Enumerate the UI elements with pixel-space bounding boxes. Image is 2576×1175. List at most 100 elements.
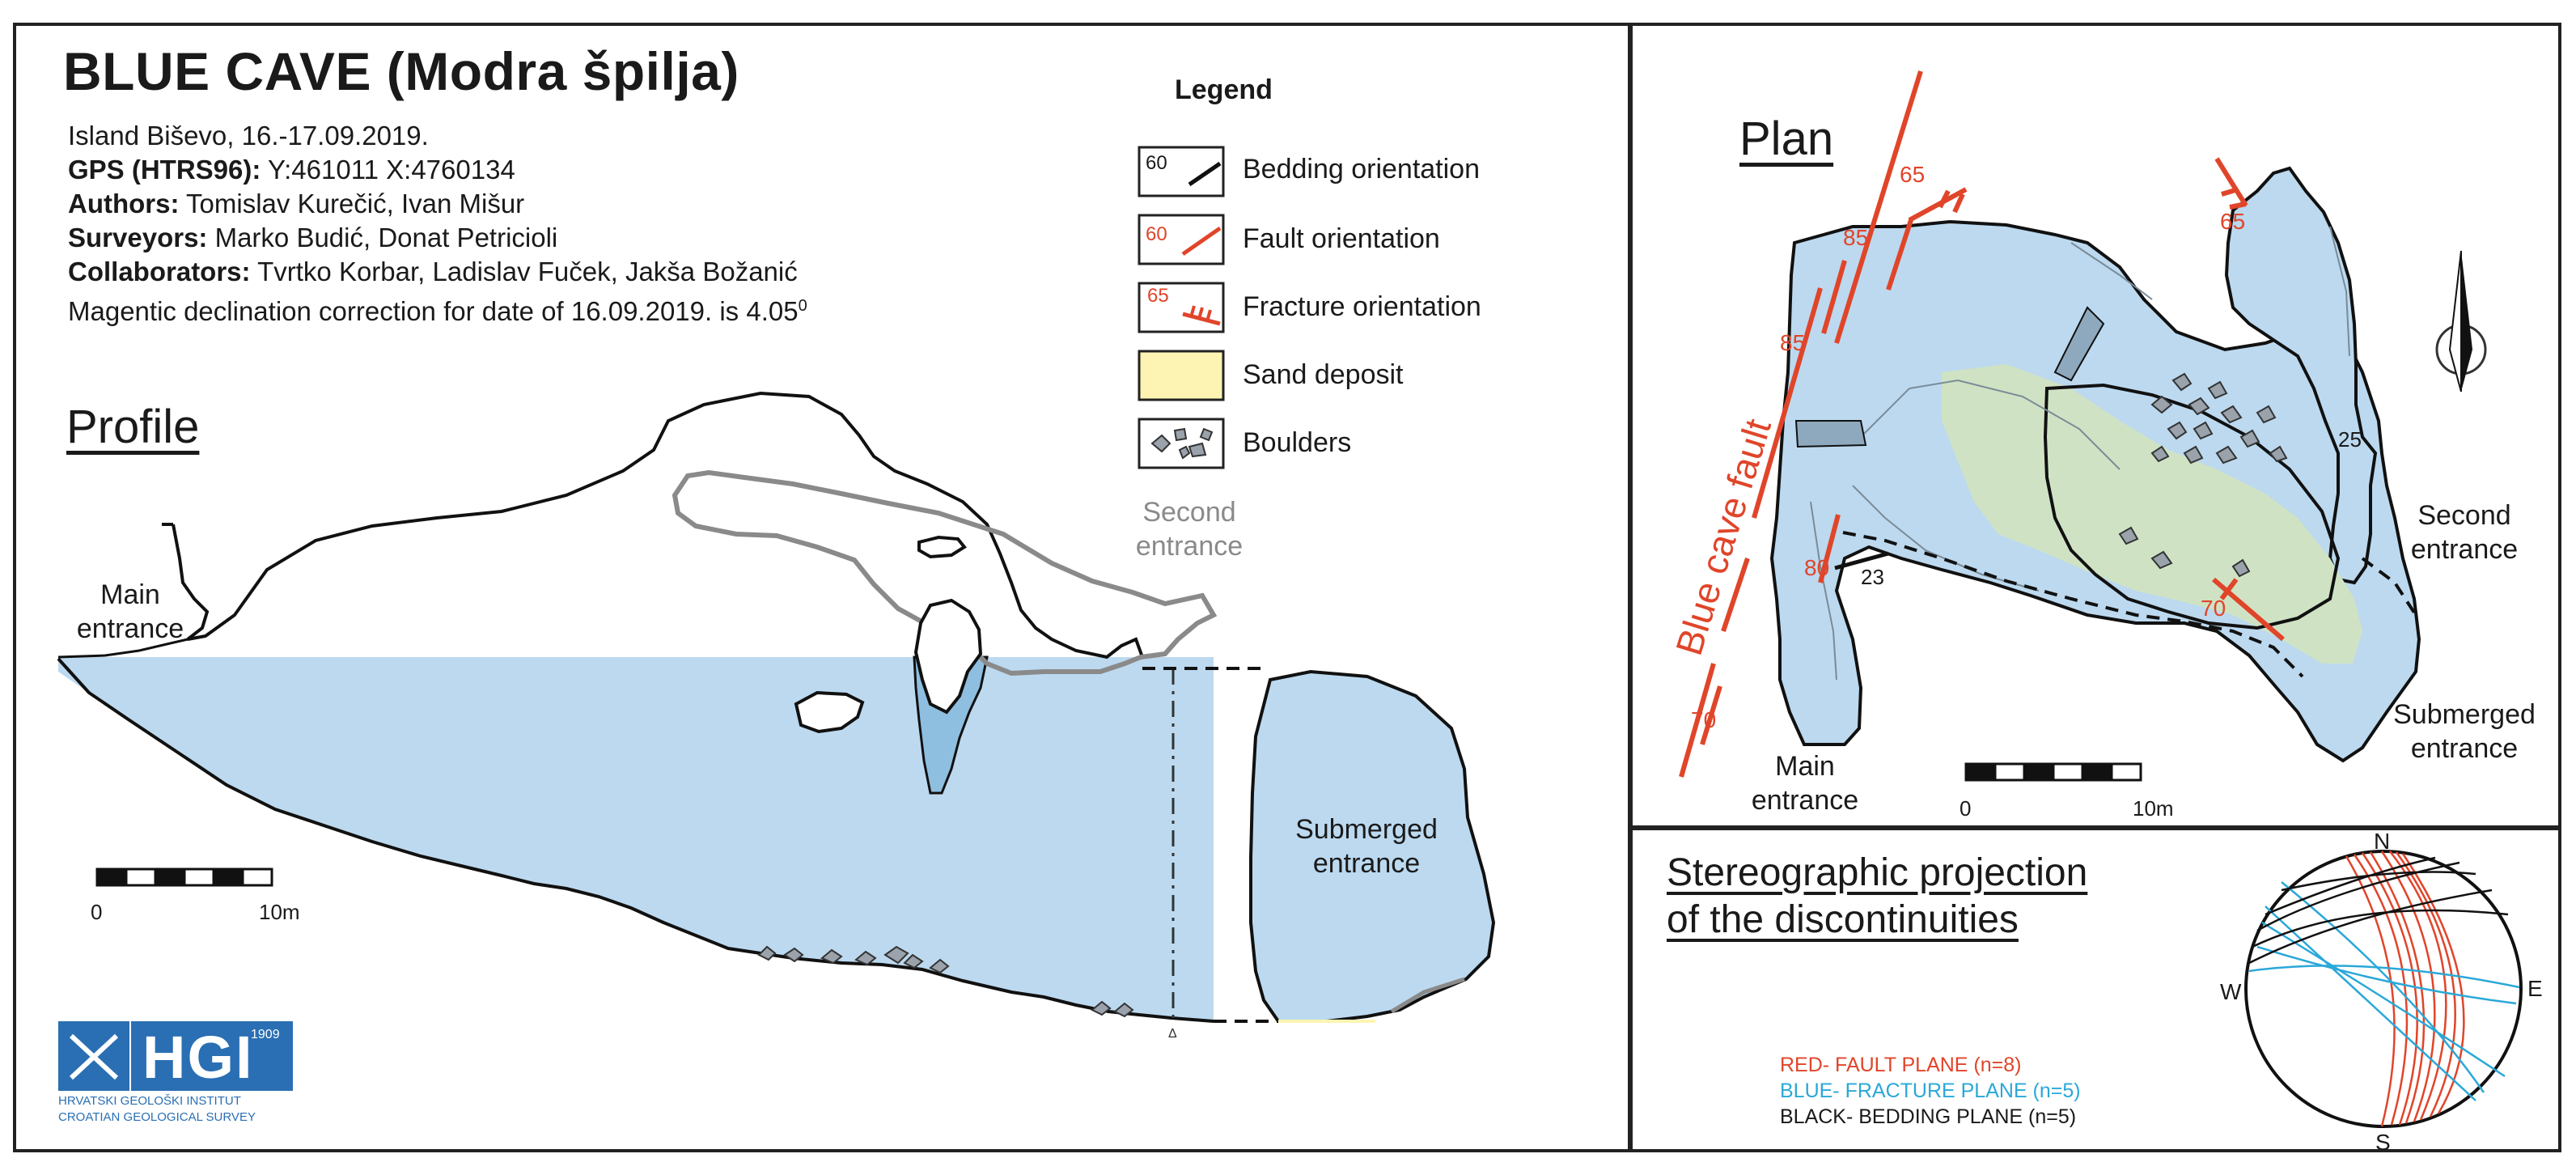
legend-boulders-box [1138, 418, 1225, 469]
measure-fault-85-mid: 85 [1780, 330, 1806, 355]
profile-water-main [58, 657, 1214, 1021]
profile-drawing: Δ [57, 391, 1496, 1041]
stereo-panel-frame [1629, 827, 2561, 1152]
plan-boulders [2118, 372, 2288, 578]
stereonet-circle [2244, 850, 2523, 1128]
stereo-legend-fault: RED- FAULT PLANE (n=8) [1780, 1054, 2022, 1076]
plan-second-entrance-line1: Second [2417, 500, 2511, 531]
stereonet [2244, 850, 2523, 1128]
plan-bedding-line [1834, 551, 1889, 571]
plan-submerged-entrance-label: Submerged entrance [2375, 698, 2553, 766]
plan-main-entrance-label: Main entrance [1736, 749, 1874, 817]
profile-submerged-entrance-label: Submerged entrance [1282, 812, 1451, 880]
legend-symbols [1138, 146, 1225, 469]
map-title: BLUE CAVE (Modra špilja) [63, 41, 739, 101]
plan-drawing [1679, 70, 2487, 782]
profile-floor-outline [57, 657, 1214, 1023]
plan-loop-outline [2043, 383, 2341, 630]
profile-submerged-entrance-line1: Submerged [1295, 814, 1438, 845]
authors-label: Authors: [68, 189, 180, 218]
plan-submerged-entrance-line2: entrance [2410, 733, 2519, 764]
measure-bedding-23: 23 [1861, 565, 1884, 589]
measure-fault-85-upper: 85 [1843, 225, 1869, 250]
svg-text:Δ: Δ [1168, 1027, 1177, 1041]
stereo-title-line2: of the discontinuities [1667, 898, 2019, 941]
plan-main-entrance-line1: Main [1775, 751, 1835, 782]
stereo-east: E [2527, 976, 2543, 1001]
measure-fault-70-bottom: 70 [1691, 707, 1717, 732]
measure-fault-70-right: 70 [2201, 596, 2226, 621]
location-date: Island Biševo, 16.-17.09.2019. [68, 121, 429, 151]
legend-boulders-label: Boulders [1243, 427, 1352, 458]
declination-text: Magentic declination correction for date… [68, 296, 799, 326]
plan-scale-end: 10m [2133, 796, 2174, 821]
profile-main-entrance-label: Main entrance [61, 578, 199, 646]
legend-fracture-value: 65 [1147, 285, 1169, 307]
stereo-fault-planes [2345, 850, 2465, 1127]
profile-second-entrance-line2: entrance [1135, 531, 1244, 562]
measure-fault-65: 65 [1900, 162, 1926, 187]
legend-fracture-box [1138, 282, 1225, 333]
legend-title: Legend [1175, 74, 1273, 105]
stereo-north: N [2374, 829, 2391, 854]
profile-scale-bar [95, 867, 273, 887]
logo-line2: CROATIAN GEOLOGICAL SURVEY [58, 1110, 256, 1124]
logo-line1: HRVATSKI GEOLOŠKI INSTITUT [58, 1094, 241, 1108]
collaborators-value: Tvrtko Korbar, Ladislav Fuček, Jakša Bož… [250, 257, 798, 286]
logo-acronym: HGI [142, 1024, 254, 1091]
profile-scale-start: 0 [91, 900, 103, 924]
stereo-legend-fracture: BLUE- FRACTURE PLANE (n=5) [1780, 1080, 2081, 1102]
profile-submerged-entrance [1249, 669, 1496, 1023]
declination-degree: 0 [798, 297, 807, 315]
surveyors-label: Surveyors: [68, 223, 208, 252]
plan-fault-lines [1679, 70, 2285, 778]
legend-bedding-label: Bedding orientation [1243, 154, 1481, 185]
gps-line: GPS (HTRS96): Y:461011 X:4760134 [68, 154, 515, 186]
measure-value-25: 25 [2338, 427, 2362, 452]
measure-fault-80: 80 [1804, 555, 1830, 580]
gps-value: Y:461011 X:4760134 [261, 155, 515, 185]
profile-left-shore [57, 638, 189, 659]
collaborators-label: Collaborators: [68, 257, 251, 286]
hgi-logo-icon [58, 1021, 293, 1091]
profile-scale-end: 10m [259, 900, 300, 924]
logo-year: 1909 [251, 1028, 280, 1041]
declination-line: Magentic declination correction for date… [68, 290, 807, 328]
stereo-bedding-planes [2248, 856, 2509, 965]
profile-rock-small [917, 535, 967, 559]
plan-submerged-entrance-line1: Submerged [2393, 699, 2536, 730]
stereo-south: S [2375, 1130, 2391, 1155]
profile-boulders [757, 945, 1134, 1018]
plan-scale-bar [1964, 762, 2142, 782]
measure-fracture-65-ne: 65 [2220, 209, 2246, 234]
legend-bedding-value: 60 [1146, 152, 1167, 174]
stereo-west: W [2220, 979, 2242, 1004]
surveyors-value: Marko Budić, Donat Petricioli [207, 223, 558, 252]
plan-main-entrance-line2: entrance [1751, 785, 1859, 816]
profile-ceiling-outline [172, 391, 1144, 660]
profile-second-entrance-label: Second entrance [1116, 495, 1262, 563]
stereo-legend-bedding: BLACK- BEDDING PLANE (n=5) [1780, 1105, 2077, 1128]
collaborators-line: Collaborators: Tvrtko Korbar, Ladislav F… [68, 256, 798, 288]
gps-label: GPS (HTRS96): [68, 155, 261, 185]
profile-main-entrance-line2: entrance [76, 613, 184, 644]
legend-fault-box [1138, 214, 1225, 265]
plan-title: Plan [1739, 112, 1834, 165]
plan-scale-start: 0 [1960, 796, 1972, 821]
profile-grey-passage [672, 469, 1218, 677]
profile-submerged-entrance-line2: entrance [1312, 848, 1421, 879]
profile-rock-island [794, 690, 865, 734]
profile-main-entrance-line1: Main [100, 579, 160, 610]
plan-second-entrance-line2: entrance [2410, 534, 2519, 565]
profile-second-entrance-line1: Second [1142, 497, 1236, 528]
authors-line: Authors: Tomislav Kurečić, Ivan Mišur [68, 188, 524, 220]
authors-value: Tomislav Kurečić, Ivan Mišur [179, 189, 525, 218]
stereo-title: Stereographic projection of the disconti… [1667, 850, 2087, 944]
legend-sand-label: Sand deposit [1243, 359, 1404, 390]
legend-fault-value: 60 [1146, 223, 1167, 245]
stereo-title-line1: Stereographic projection [1667, 851, 2088, 894]
legend-sand-box [1138, 350, 1225, 401]
legend-fracture-label: Fracture orientation [1243, 291, 1481, 322]
